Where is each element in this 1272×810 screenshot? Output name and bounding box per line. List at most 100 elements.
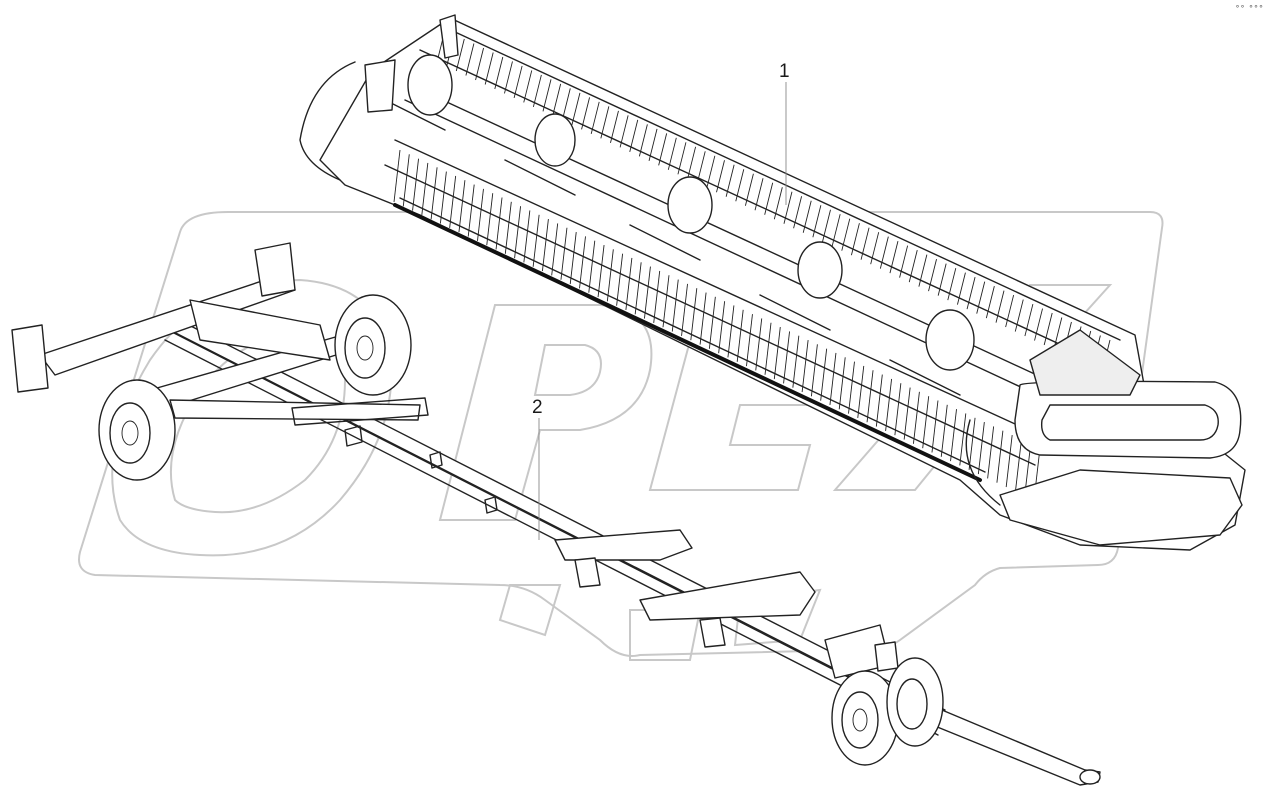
reel-tine <box>412 158 419 211</box>
reel-tine <box>671 279 679 332</box>
reel-tine <box>810 344 818 397</box>
reel-tines-lower <box>393 149 1041 501</box>
reel-tine <box>658 133 668 166</box>
reel-tine <box>513 65 523 99</box>
reel-tine <box>995 290 1005 323</box>
reel-tine <box>690 288 698 341</box>
reel-tine <box>523 210 531 263</box>
reel-tine <box>1043 312 1053 346</box>
reel-tine <box>634 262 642 315</box>
corner-mark: °° °°° <box>1235 4 1264 13</box>
reel-tine <box>908 250 918 283</box>
reel-tine <box>552 83 562 117</box>
reel-tine <box>1034 308 1043 341</box>
reel-tine <box>746 314 753 367</box>
reel-tine <box>754 178 764 211</box>
reel-tine <box>643 266 651 319</box>
reel-tine <box>718 301 726 354</box>
reel-tine <box>850 223 860 256</box>
reel-tine <box>687 146 697 179</box>
reel-tine <box>610 110 619 143</box>
reel-tine <box>755 318 763 371</box>
reel-tine <box>677 142 687 175</box>
reel-tine <box>829 352 837 406</box>
reel-tine <box>484 52 494 85</box>
reel-tine <box>1005 294 1015 328</box>
reel-tine <box>625 257 633 311</box>
reel-tine <box>894 383 902 436</box>
reel-tine <box>616 253 624 306</box>
reel-tine <box>486 193 494 246</box>
reel-tine <box>792 335 800 388</box>
reel-tine <box>514 206 522 259</box>
reel-tine <box>773 187 783 220</box>
reel-tine <box>773 327 781 380</box>
reel-tine <box>560 227 568 280</box>
reel-tine <box>937 263 947 296</box>
reel-tine <box>455 38 465 72</box>
reel-tine <box>504 201 512 254</box>
reel-tine <box>667 137 677 170</box>
reel-tine <box>465 43 475 76</box>
reel-tine <box>504 61 513 94</box>
reel-tine <box>590 101 600 134</box>
reel-tine <box>987 426 995 479</box>
reel-tine <box>569 232 577 285</box>
reel-tine <box>439 171 447 224</box>
reel-tine <box>783 191 793 224</box>
reel-tine <box>885 378 893 431</box>
reel-tine <box>699 292 707 345</box>
reel-tine <box>706 155 716 188</box>
reel-tine <box>996 430 1004 483</box>
reel-tine <box>848 361 855 414</box>
reel-tine <box>783 331 791 384</box>
reel-tine <box>1014 299 1024 332</box>
reel-tine <box>801 339 809 393</box>
reel-tine <box>581 97 591 130</box>
reel-tine <box>579 236 586 289</box>
reel-tine <box>764 322 772 375</box>
reel-tine <box>638 124 648 157</box>
reel-tine <box>541 219 549 272</box>
reel-tine <box>477 188 484 241</box>
reel-tine <box>727 305 735 358</box>
reel-tine <box>764 182 774 215</box>
reel-tine <box>421 162 429 216</box>
reel-tine <box>841 218 851 251</box>
reel-tine <box>977 422 985 475</box>
reel-tine <box>879 236 889 269</box>
reel-tine <box>866 370 874 423</box>
reel-tine <box>1015 439 1022 492</box>
reel-tine <box>736 309 744 362</box>
reel-tine <box>1024 303 1034 337</box>
reel-tine <box>838 357 846 410</box>
reel-tine <box>950 409 957 462</box>
rear-wheel-left <box>98 379 176 481</box>
header-reel <box>299 14 1246 551</box>
reel-tine <box>857 365 865 418</box>
reel-tine <box>532 214 540 267</box>
reel-tine <box>606 249 614 302</box>
reel-tine <box>820 348 828 401</box>
reel-tine <box>735 169 745 202</box>
reel-tine <box>597 244 605 298</box>
reel-tine <box>812 205 822 238</box>
reel-tine <box>523 70 533 103</box>
reel-tine <box>947 268 957 301</box>
reel-tine <box>725 164 735 197</box>
reel-tine <box>571 92 581 126</box>
reel-tine <box>393 149 401 203</box>
reel-tine <box>648 128 658 161</box>
reel-tine <box>922 396 930 449</box>
reel-tine <box>449 175 457 228</box>
reel-tine <box>956 272 966 305</box>
reel-tine <box>870 232 880 265</box>
reel-tine <box>831 214 841 247</box>
reel-tine <box>899 245 909 278</box>
reel-tine <box>662 275 670 328</box>
reel-tine <box>402 154 410 207</box>
reel-tine <box>681 283 688 336</box>
reel-tine <box>629 119 639 152</box>
